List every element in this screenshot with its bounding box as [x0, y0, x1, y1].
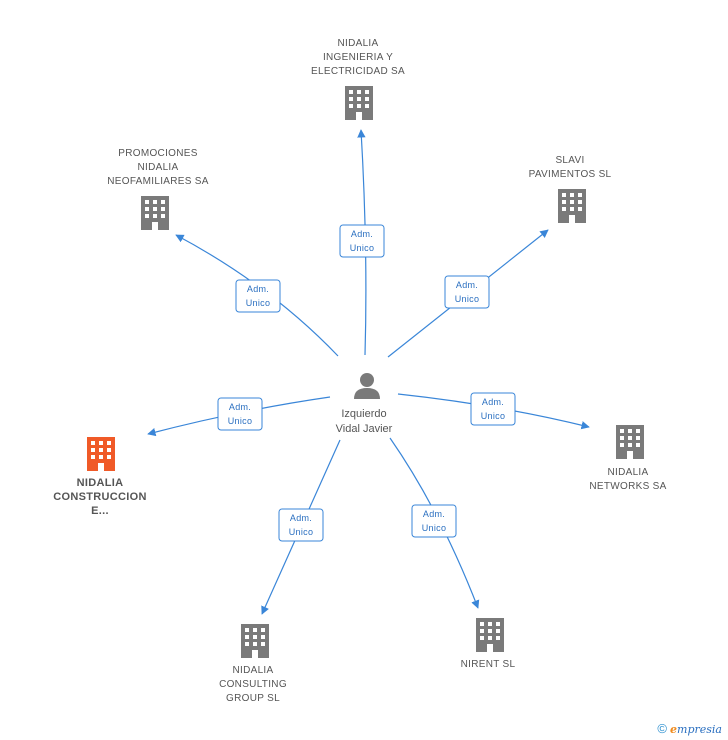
brand-initial: e — [670, 723, 678, 736]
company-name-line: ELECTRICIDAD SA — [311, 66, 405, 77]
edge-label-nirent[interactable]: Adm. Unico — [411, 504, 457, 538]
building-icon — [616, 425, 644, 459]
person-node[interactable]: Izquierdo Vidal Javier — [336, 373, 393, 435]
edge-label-promo[interactable]: Adm. Unico — [235, 279, 281, 313]
person-name-line2: Vidal Javier — [336, 423, 393, 435]
edge-label-box — [235, 279, 281, 313]
company-name-line: NEOFAMILIARES SA — [107, 176, 209, 187]
edge-label-text: Unico — [350, 243, 375, 253]
company-node-construccion[interactable]: NIDALIA CONSTRUCCION E... — [53, 437, 146, 517]
company-name-line: NIDALIA — [337, 38, 378, 49]
company-name-line: NIRENT SL — [461, 659, 516, 670]
company-node-consulting[interactable]: NIDALIA CONSULTING GROUP SL — [219, 624, 287, 704]
person-name-line1: Izquierdo — [341, 408, 386, 420]
building-icon — [476, 618, 504, 652]
company-name-line: PROMOCIONES — [118, 148, 197, 159]
edge-label-consulting[interactable]: Adm. Unico — [278, 508, 324, 542]
company-node-ing[interactable]: NIDALIA INGENIERIA Y ELECTRICIDAD SA — [311, 38, 405, 120]
company-name-line: CONSTRUCCION — [53, 491, 146, 503]
edge-label-text: Unico — [422, 523, 447, 533]
edge-label-text: Adm. — [482, 397, 504, 407]
edge-label-text: Adm. — [351, 229, 373, 239]
edge-label-box — [339, 224, 385, 258]
brand-name: mpresia — [677, 723, 722, 736]
building-icon — [558, 189, 586, 223]
company-node-networks[interactable]: NIDALIA NETWORKS SA — [589, 425, 666, 492]
edge-label-construccion[interactable]: Adm. Unico — [217, 397, 263, 431]
edge-label-text: Adm. — [229, 402, 251, 412]
edge-label-text: Adm. — [290, 513, 312, 523]
company-node-slavi[interactable]: SLAVI PAVIMENTOS SL — [529, 155, 612, 223]
copyright-icon: © — [657, 721, 667, 736]
edge-label-text: Adm. — [423, 509, 445, 519]
company-node-nirent[interactable]: NIRENT SL — [461, 618, 516, 670]
company-name-line: NIDALIA — [607, 467, 648, 478]
edge-label-text: Unico — [289, 527, 314, 537]
edge-label-box — [217, 397, 263, 431]
building-icon — [141, 196, 169, 230]
edge-label-box — [470, 392, 516, 426]
footer-brand: © empresia — [657, 721, 722, 736]
company-name-line: CONSULTING — [219, 679, 287, 690]
company-name-line: PAVIMENTOS SL — [529, 169, 612, 180]
company-name-line: E... — [91, 505, 109, 517]
edge-labels: Adm.UnicoAdm.UnicoAdm.UnicoAdm.UnicoAdm.… — [217, 224, 516, 542]
company-name-line: NIDALIA — [77, 477, 124, 489]
edge-label-text: Adm. — [456, 280, 478, 290]
edge-label-box — [278, 508, 324, 542]
company-name-line: INGENIERIA Y — [323, 52, 393, 63]
building-icon — [345, 86, 373, 120]
person-icon — [354, 373, 380, 399]
company-nodes: NIDALIA INGENIERIA Y ELECTRICIDAD SA PROMOC… — [53, 38, 666, 704]
edge-label-slavi[interactable]: Adm. Unico — [444, 275, 490, 309]
edge-label-box — [444, 275, 490, 309]
company-name-line: NIDALIA — [232, 665, 273, 676]
company-name-line: NETWORKS SA — [589, 481, 666, 492]
building-icon — [241, 624, 269, 658]
company-node-promo[interactable]: PROMOCIONES NIDALIA NEOFAMILIARES SA — [107, 148, 209, 230]
building-icon — [87, 437, 115, 471]
edge-label-text: Unico — [455, 294, 480, 304]
edge-label-networks[interactable]: Adm. Unico — [470, 392, 516, 426]
company-name-line: SLAVI — [555, 155, 584, 166]
edge-label-text: Adm. — [247, 284, 269, 294]
company-name-line: GROUP SL — [226, 693, 280, 704]
edge-label-text: Unico — [228, 416, 253, 426]
company-name-line: NIDALIA — [137, 162, 178, 173]
edge-label-text: Unico — [246, 298, 271, 308]
edge-label-ing[interactable]: Adm. Unico — [339, 224, 385, 258]
edges — [147, 129, 590, 615]
edge-label-box — [411, 504, 457, 538]
edge-label-text: Unico — [481, 411, 506, 421]
